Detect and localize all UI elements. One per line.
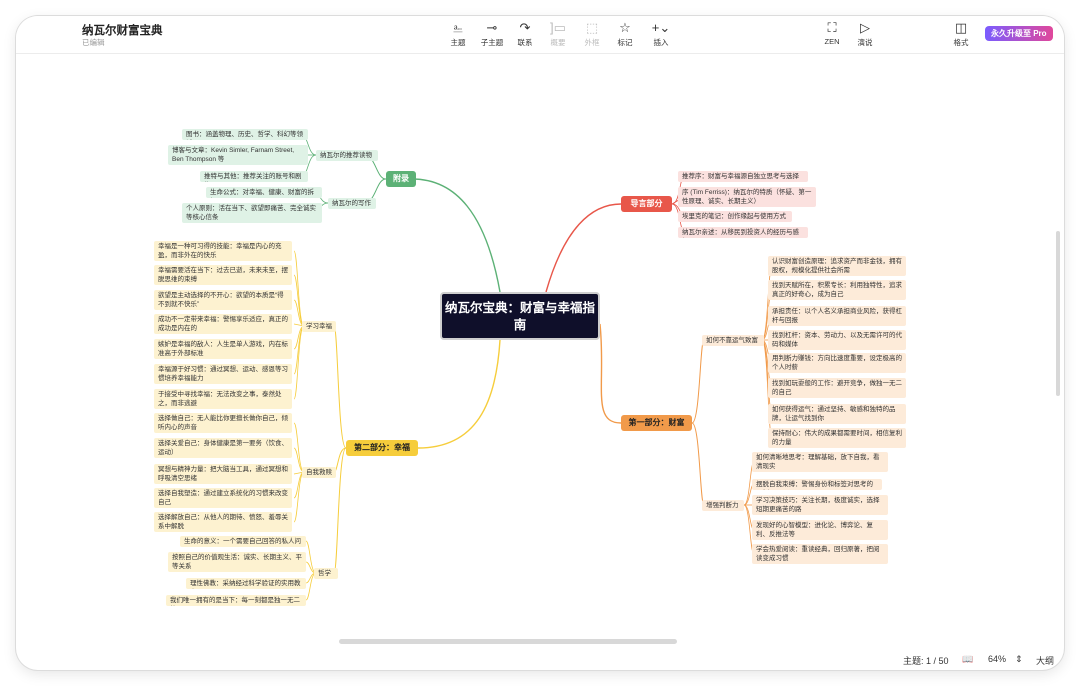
leaf-node[interactable]: 序 (Tim Ferriss)：纳瓦尔的特质（怀疑、第一性原理、诚实、长期主义）	[678, 187, 816, 207]
vertical-scrollbar[interactable]	[1056, 231, 1060, 396]
book-icon[interactable]: 📖	[962, 654, 974, 664]
leaf-node[interactable]: 选择关爱自己：身体健康是第一要务（饮食、运动）	[154, 438, 292, 458]
status-bar: 主题: 1 / 50 📖 64% ⇕ 大纲	[16, 647, 1064, 670]
leaf-node[interactable]: 幸福源于好习惯：通过冥想、运动、感恩等习惯培养幸福能力	[154, 364, 292, 384]
upgrade-pro-button[interactable]: 永久升级至 Pro	[985, 26, 1053, 41]
topic-happiness[interactable]: 第二部分：幸福	[346, 440, 418, 456]
star-icon: ☆	[619, 20, 631, 35]
zen-icon: ⛶	[827, 20, 837, 35]
leaf-node[interactable]: 幸福是一种可习得的技能：幸福是内心的充盈，而非外在的快乐	[154, 241, 292, 261]
subtopic-reading-list[interactable]: 纳瓦尔的推荐读物	[316, 150, 378, 161]
mindmap-canvas[interactable]: 纳瓦尔宝典：财富与幸福指南 附录 纳瓦尔的推荐读物 图书：涵盖物理、历史、哲学、…	[16, 54, 1064, 644]
leaf-node[interactable]: 学会热爱阅读：重读经典，回归原著，把阅读变成习惯	[752, 544, 888, 564]
topic-count: 主题: 1 / 50	[903, 656, 949, 666]
boundary-button[interactable]: ⬚外框	[572, 21, 612, 48]
leaf-node[interactable]: 纳瓦尔亲述：从移民到投资人的经历与感悟	[678, 227, 808, 238]
summary-icon: ]▭	[550, 20, 566, 35]
subtopic-button[interactable]: ⊸子主题	[472, 21, 512, 48]
leaf-node[interactable]: 找到天赋所在，积累专长：利用独特性，追求真正的好奇心，成为自己	[768, 280, 906, 300]
document-title[interactable]: 纳瓦尔财富宝典	[82, 25, 163, 37]
insert-button[interactable]: +⌄插入	[641, 21, 681, 48]
subtopic-self-redemption[interactable]: 自我救赎	[302, 467, 336, 478]
relationship-button[interactable]: ↷联系	[505, 21, 545, 48]
leaf-node[interactable]: 推特与其他：推荐关注的账号和剧集	[200, 171, 308, 182]
leaf-node[interactable]: 幸福需要活在当下：过去已逝，未来未至，摆脱思维的束缚	[154, 265, 292, 285]
leaf-node[interactable]: 图书：涵盖物理、历史、哲学、科幻等领域	[182, 129, 308, 140]
topic-icon: ⎁	[452, 20, 464, 35]
topic-button[interactable]: ⎁主题	[438, 21, 478, 48]
leaf-node[interactable]: 认识财富创造原理：追求资产而非金钱，拥有股权，规模化提供社会所需	[768, 256, 906, 276]
leaf-node[interactable]: 冥想与精神力量：把大脑当工具，通过冥想和呼吸清空思绪	[154, 464, 292, 484]
leaf-node[interactable]: 生命公式：对幸福、健康、财富的拆解	[206, 187, 322, 198]
pitch-button[interactable]: ▷演说	[845, 21, 885, 48]
central-topic[interactable]: 纳瓦尔宝典：财富与幸福指南	[440, 292, 600, 340]
subtopic-writing[interactable]: 纳瓦尔的写作	[328, 198, 376, 209]
topic-intro[interactable]: 导言部分	[621, 196, 672, 212]
relationship-icon: ↷	[519, 20, 531, 35]
leaf-node[interactable]: 发现好的心智模型：进化论、博弈论、复利、反推法等	[752, 520, 888, 540]
leaf-node[interactable]: 我们唯一拥有的是当下：每一刻都是独一无二的	[166, 595, 306, 606]
format-panel-icon: ◫	[954, 20, 968, 35]
leaf-node[interactable]: 欲望是主动选择的不开心：欲望的本质是“得不到就不快乐”	[154, 290, 292, 310]
boundary-icon: ⬚	[585, 20, 599, 35]
leaf-node[interactable]: 个人原则：活在当下、欲望即痛苦、完全诚实等核心信条	[182, 203, 322, 223]
subtopic-icon: ⊸	[486, 20, 498, 35]
topic-appendix[interactable]: 附录	[386, 171, 416, 187]
subtopic-philosophy[interactable]: 哲学	[314, 568, 338, 579]
document-status: 已编辑	[82, 38, 105, 47]
leaf-node[interactable]: 成功不一定带来幸福：警惕享乐适应，真正的成功是内在的	[154, 314, 292, 334]
leaf-node[interactable]: 选择自我塑造：通过建立系统化的习惯来改变自己	[154, 488, 292, 508]
zoom-level[interactable]: 64%	[988, 654, 1007, 664]
toolbar: 纳瓦尔财富宝典 已编辑 ⎁主题 ⊸子主题 ↷联系 ]▭概要 ⬚外框 ☆标记 +⌄…	[16, 16, 1064, 54]
leaf-node[interactable]: 保持耐心：伟大的成果都需要时间，相信复利的力量	[768, 428, 906, 448]
leaf-node[interactable]: 于接受中寻找幸福：无法改变之事，泰然处之，而非逃避	[154, 389, 292, 409]
subtopic-get-rich[interactable]: 如何不靠运气致富	[702, 335, 764, 346]
subtopic-judgment[interactable]: 增强判断力	[702, 500, 744, 511]
subtopic-learn-happiness[interactable]: 学习幸福	[302, 321, 336, 332]
leaf-node[interactable]: 如何获得运气：通过坚持、敏感和独特的品牌，让运气找到你	[768, 404, 906, 424]
leaf-node[interactable]: 嫉妒是幸福的敌人：人生是单人游戏，内在标准高于外部标准	[154, 339, 292, 359]
leaf-node[interactable]: 选择做自己：无人能比你更擅长做你自己，倾听内心的声音	[154, 413, 292, 433]
zen-button[interactable]: ⛶ZEN	[812, 20, 852, 47]
horizontal-scrollbar[interactable]	[339, 639, 677, 644]
leaf-node[interactable]: 学习决策技巧：关注长期，极度诚实，选择短期更痛苦的路	[752, 495, 888, 515]
leaf-node[interactable]: 生命的意义：一个需要自己回答的私人问题	[180, 536, 306, 547]
plus-icon: +⌄	[651, 20, 671, 35]
zoom-stepper-icon[interactable]: ⇕	[1015, 654, 1023, 664]
leaf-node[interactable]: 摆脱自我束缚：警惕身份和标签对思考的限制	[752, 479, 882, 490]
leaf-node[interactable]: 找到杠杆：资本、劳动力、以及无需许可的代码和媒体	[768, 330, 906, 350]
format-button[interactable]: ◫格式	[941, 21, 981, 48]
leaf-node[interactable]: 如何清晰地思考：理解基础，放下自我，看清现实	[752, 452, 888, 472]
app-window: 纳瓦尔财富宝典 已编辑 ⎁主题 ⊸子主题 ↷联系 ]▭概要 ⬚外框 ☆标记 +⌄…	[16, 16, 1064, 670]
leaf-node[interactable]: 选择解放自己：从他人的期待、愤怒、羞辱关系中解脱	[154, 512, 292, 532]
marker-button[interactable]: ☆标记	[605, 21, 645, 48]
leaf-node[interactable]: 博客与文章：Kevin Simler, Farnam Street, Ben T…	[168, 145, 308, 165]
leaf-node[interactable]: 承担责任：以个人名义承担商业风险，获得杠杆与回报	[768, 306, 906, 326]
leaf-node[interactable]: 按照自己的价值观生活：诚实、长期主义、平等关系	[168, 552, 306, 572]
leaf-node[interactable]: 推荐序：财富与幸福源自独立思考与选择	[678, 171, 808, 182]
leaf-node[interactable]: 用判断力赚钱：方向比速度重要，设定极高的个人时薪	[768, 353, 906, 373]
summary-button[interactable]: ]▭概要	[538, 21, 578, 48]
leaf-node[interactable]: 理性佛教：采纳经过科学验证的实用教义	[186, 578, 306, 589]
play-icon: ▷	[860, 20, 870, 35]
leaf-node[interactable]: 埃里克的笔记：创作缘起与使用方式	[678, 211, 792, 222]
outline-button[interactable]: 大纲	[1036, 656, 1055, 666]
topic-wealth[interactable]: 第一部分：财富	[621, 415, 692, 431]
leaf-node[interactable]: 找到如玩耍般的工作：避开竞争，做独一无二的自己	[768, 378, 906, 398]
